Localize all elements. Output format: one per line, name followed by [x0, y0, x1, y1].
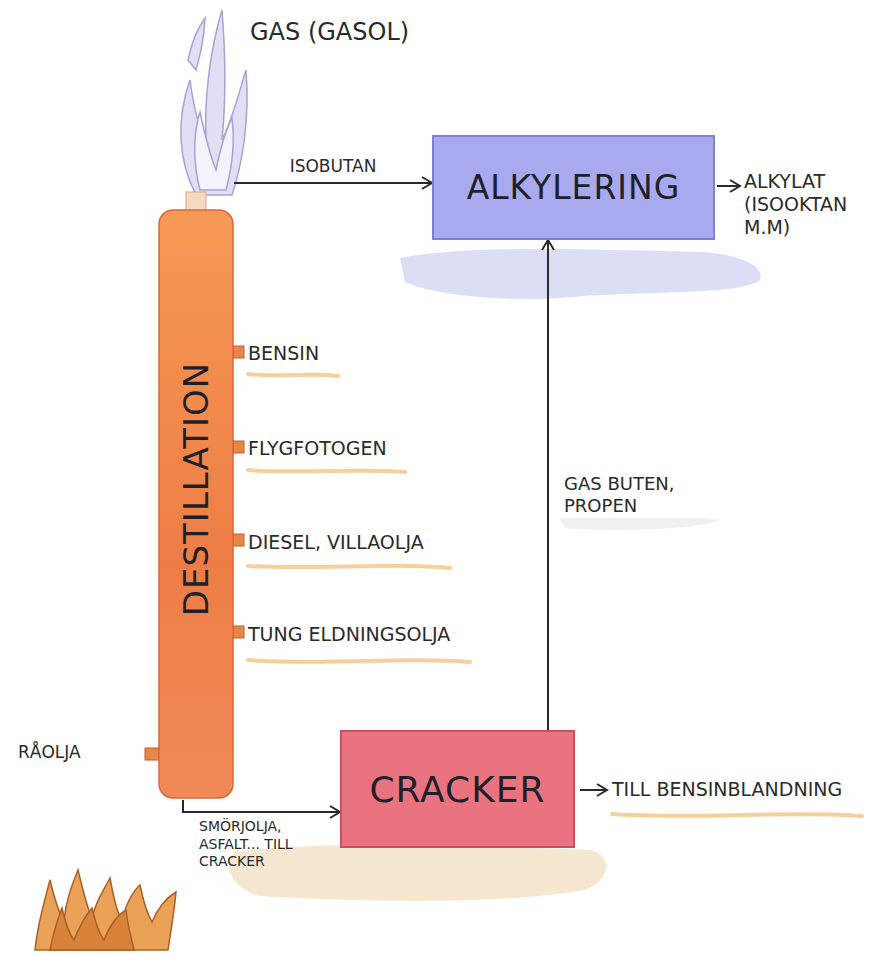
node-title: CRACKER: [369, 769, 545, 810]
fire-core: [50, 908, 134, 950]
beige-wash: [229, 845, 606, 901]
output-arrow: [580, 789, 607, 791]
edge-label: GAS BUTEN, PROPEN: [562, 473, 716, 518]
output-arrow: [717, 185, 740, 187]
flame-tip: [188, 18, 205, 70]
edge-label: ISOBUTAN: [288, 156, 379, 177]
underline: [248, 660, 470, 662]
flame-core: [195, 112, 234, 190]
flow-arrow: [234, 182, 432, 184]
underline: [248, 566, 450, 568]
fire: [35, 870, 176, 950]
flame: [181, 10, 247, 195]
flow-arrow: [183, 800, 340, 812]
blue-wash: [400, 249, 761, 299]
node-title: DESTILLATION: [176, 362, 216, 616]
fire-flames: [35, 870, 176, 950]
fraction-label: BENSIN: [248, 342, 319, 365]
process-box: ALKYLERING: [432, 135, 715, 240]
nozzle: [233, 346, 244, 358]
nozzle: [233, 441, 244, 453]
flow-arrow: [547, 240, 549, 730]
gas-label: GAS (GASOL): [250, 18, 409, 47]
edge-label: SMÖRJOLJA, ASFALT... TILL CRACKER: [197, 818, 329, 871]
underline: [612, 814, 862, 816]
process-box: CRACKER: [340, 730, 575, 848]
underline: [248, 470, 405, 472]
fraction-label: FLYGFOTOGEN: [248, 437, 387, 460]
gas-flame: [181, 10, 247, 195]
column-body: [159, 210, 233, 798]
nozzle: [233, 534, 244, 546]
fraction-label: DIESEL, VILLAOLJA: [248, 531, 424, 554]
node-title: ALKYLERING: [467, 168, 681, 207]
fraction-label: TUNG ELDNINGSOLJA: [248, 623, 450, 646]
product-label: ALKYLAT (ISOOKTAN M.M): [744, 170, 874, 238]
nozzle: [233, 626, 244, 638]
underline: [248, 374, 338, 376]
inlet-nozzle: [145, 748, 159, 760]
distillation-column: DESTILLATION: [158, 178, 234, 800]
input-label: RÅOLJA: [18, 742, 81, 762]
product-label: TILL BENSINBLANDNING: [612, 778, 842, 801]
